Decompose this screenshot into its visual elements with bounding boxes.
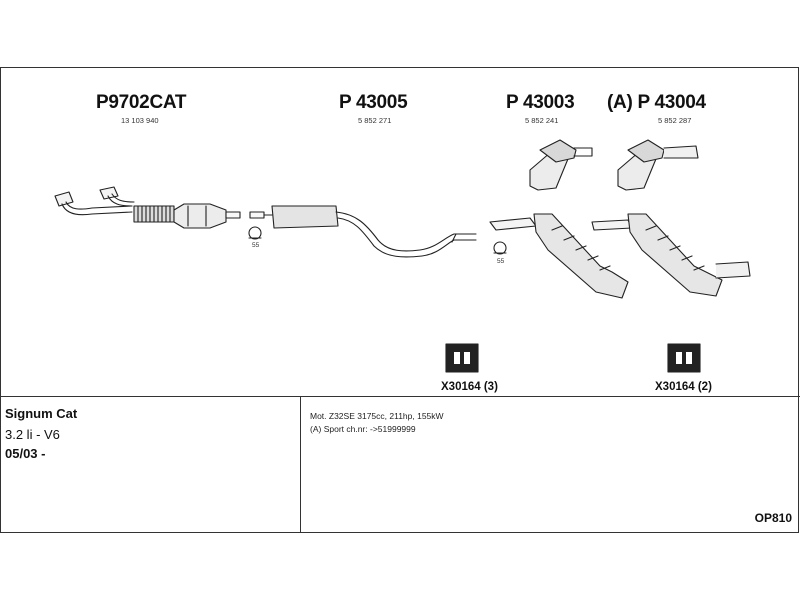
- sport-note: (A) Sport ch.nr: ->51999999: [310, 424, 416, 434]
- oem-number-rear-silencer-sport: 5 852 287: [658, 116, 692, 125]
- diagram-frame: [0, 67, 799, 533]
- hanger-label-2[interactable]: X30164 (2): [655, 381, 712, 393]
- oem-number-catalyst: 13 103 940: [121, 116, 159, 125]
- engine-note: Mot. Z32SE 3175cc, 211hp, 155kW: [310, 411, 444, 421]
- clamp-icon[interactable]: [493, 241, 507, 255]
- vehicle-model: Signum Cat: [5, 406, 78, 421]
- part-number-rear-silencer-sport-value: P 43004: [637, 92, 706, 113]
- catalyst-section[interactable]: [54, 186, 241, 229]
- diagram-code: OP810: [754, 511, 792, 525]
- hanger-label-1[interactable]: X30164 (3): [441, 381, 498, 393]
- oem-number-rear-silencer: 5 852 241: [525, 116, 559, 125]
- vehicle-date: 05/03 -: [5, 446, 46, 461]
- hanger-icon[interactable]: [667, 343, 701, 373]
- part-number-rear-silencer[interactable]: P 43003: [506, 92, 575, 113]
- clamp-quantity-1: 55: [252, 242, 260, 249]
- vehicle-engine: 3.2 li - V6: [5, 427, 60, 442]
- info-column-divider: [300, 396, 301, 533]
- rear-silencer-section[interactable]: [489, 139, 629, 299]
- info-divider: [0, 396, 800, 397]
- part-number-middle-silencer[interactable]: P 43005: [339, 92, 408, 113]
- rear-silencer-sport-section[interactable]: [591, 139, 751, 297]
- part-number-catalyst[interactable]: P9702CAT: [96, 92, 187, 113]
- oem-number-middle-silencer: 5 852 271: [358, 116, 392, 125]
- hanger-icon[interactable]: [445, 343, 479, 373]
- clamp-quantity-2: 55: [497, 258, 505, 265]
- middle-silencer-section[interactable]: [249, 205, 477, 258]
- sport-variant-prefix: (A): [607, 92, 633, 113]
- clamp-icon[interactable]: [248, 226, 262, 240]
- part-number-rear-silencer-sport[interactable]: (A) P 43004: [607, 92, 706, 114]
